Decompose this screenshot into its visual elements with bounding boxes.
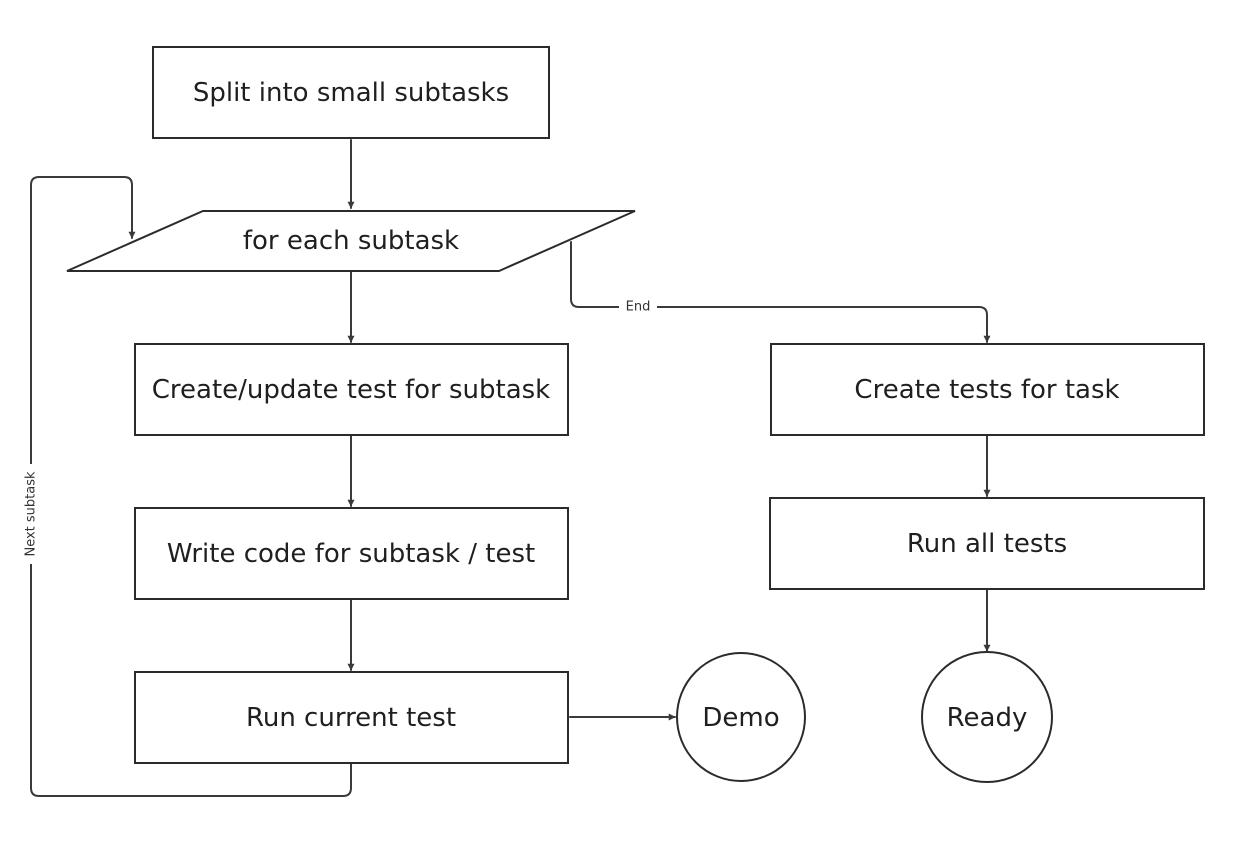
node-demo: Demo (676, 652, 806, 782)
node-run-all-tests: Run all tests (769, 497, 1205, 590)
node-foreach-label: for each subtask (243, 226, 459, 256)
node-write-code-label: Write code for subtask / test (167, 539, 535, 569)
node-ready: Ready (921, 651, 1053, 783)
next-subtask-edge-label: Next subtask (24, 471, 39, 557)
end-label-background (619, 297, 657, 317)
next-subtask-label-background (21, 464, 41, 564)
node-create-update-test-label: Create/update test for subtask (152, 375, 551, 405)
node-run-all-label: Run all tests (907, 529, 1067, 559)
node-ready-label: Ready (947, 703, 1028, 733)
node-create-update-test: Create/update test for subtask (134, 343, 569, 436)
node-create-tests-label: Create tests for task (854, 375, 1119, 405)
edge-foreach-end-to-create-tests (570, 241, 991, 343)
node-run-current-label: Run current test (246, 703, 456, 733)
node-split-label: Split into small subtasks (193, 78, 509, 108)
end-edge-label: End (626, 300, 651, 315)
node-for-each-subtask: for each subtask (66, 210, 636, 272)
node-create-tests-for-task: Create tests for task (770, 343, 1205, 436)
node-run-current-test: Run current test (134, 671, 569, 764)
node-split-into-subtasks: Split into small subtasks (152, 46, 550, 139)
node-demo-label: Demo (702, 703, 779, 733)
node-write-code: Write code for subtask / test (134, 507, 569, 600)
